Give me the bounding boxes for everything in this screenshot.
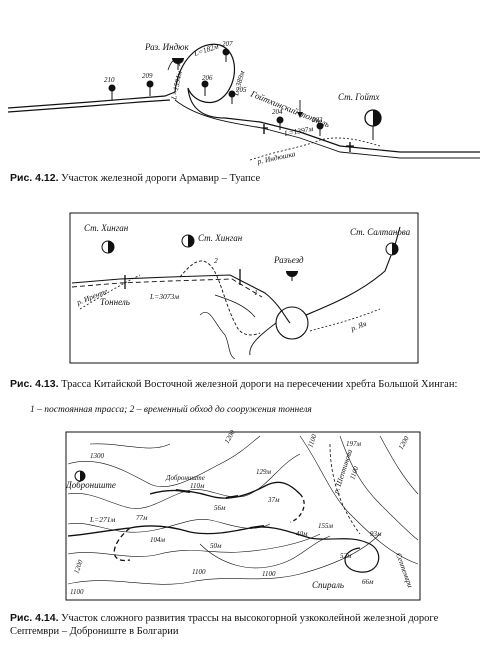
river-yaya-label: р. Яя <box>349 319 368 333</box>
spiral-label: Спираль <box>312 580 344 590</box>
length-77: 77м <box>136 514 148 522</box>
town-dobrinishte-mid-label: Доброниште <box>165 474 205 482</box>
km-204: 204 <box>272 108 283 116</box>
length-56: 56м <box>214 504 226 512</box>
length-129: 129м <box>256 468 272 476</box>
figure-4-14: 1300 1200 1200 1100 1100 1200 1100 1100 … <box>0 424 487 606</box>
caption-4-14-text: Участок сложного развития трассы на высо… <box>10 613 439 637</box>
map-septemvri-dobrinishte: 1300 1200 1200 1100 1100 1200 1100 1100 … <box>65 428 421 601</box>
length-37: 37м <box>267 496 280 504</box>
caption-4-12-number: Рис. 4.12. <box>10 172 59 184</box>
map-khingan: Ст. Хинган Ст. Хинган Ст. Салтанова Разъ… <box>69 212 419 364</box>
km-210: 210 <box>104 76 115 84</box>
town-dobrinishte-label: Доброниште <box>65 480 116 490</box>
caption-4-13-text: Трасса Китайской Восточной железной доро… <box>61 379 458 390</box>
length-66: 66м <box>362 578 374 586</box>
km-207: 207 <box>222 40 233 48</box>
station-goytkh-label: Ст. Гойтх <box>338 92 379 102</box>
tunnel-length-label: L=1397м <box>283 124 314 138</box>
caption-4-13: Рис. 4.13. Трасса Китайской Восточной же… <box>10 378 478 391</box>
station-khingan-left-label: Ст. Хинган <box>84 223 129 233</box>
mark-1: 1 <box>254 288 258 297</box>
length-52: 52м <box>340 552 352 560</box>
mark-2: 2 <box>214 256 218 265</box>
station-khingan-mid-symbol <box>181 234 195 248</box>
station-indyuk-label: Раз. Индюк <box>144 42 190 52</box>
contour-1100-a: 1100 <box>306 433 318 449</box>
river-label: р. Индюшка <box>256 149 297 166</box>
caption-4-14: Рис. 4.14. Участок сложного развития тра… <box>10 612 478 638</box>
length-271: L=271м <box>89 515 115 524</box>
razjezd-label: Разъезд <box>273 255 304 265</box>
contour-1300: 1300 <box>90 452 105 460</box>
contour-1100-c: 1100 <box>192 568 206 576</box>
length-50: 50м <box>210 542 222 550</box>
km-206: 206 <box>202 74 213 82</box>
station-khingan-left-symbol <box>101 240 115 254</box>
station-saltanova-label: Ст. Салтанова <box>350 227 411 237</box>
station-goytkh-symbol <box>364 109 382 140</box>
length-40: 40м <box>296 530 308 538</box>
km-203: 203 <box>312 116 323 124</box>
figure-4-13: Ст. Хинган Ст. Хинган Ст. Салтанова Разъ… <box>0 205 487 370</box>
station-saltanova-symbol <box>385 242 399 256</box>
station-khingan-mid-label: Ст. Хинган <box>198 233 243 243</box>
station-dobrinishte-symbol <box>74 470 86 482</box>
caption-4-13-number: Рис. 4.13. <box>10 378 59 390</box>
left-length-label: L=1594м <box>169 70 184 101</box>
length-104: 104м <box>150 536 166 544</box>
length-110: 110м <box>190 482 205 490</box>
km-209: 209 <box>142 72 153 80</box>
tunnel-label: Тоннель <box>100 297 130 307</box>
length-197: 197м <box>346 440 362 448</box>
loop-length-label: L=182м <box>192 41 220 58</box>
contour-1200-a: 1200 <box>223 428 237 445</box>
length-93: 93м <box>370 530 382 538</box>
station-indyuk-symbol <box>172 58 184 70</box>
caption-4-12-text: Участок железной дороги Армавир – Туапсе <box>61 173 261 184</box>
contour-1100-e: 1100 <box>70 588 84 596</box>
length-155: 155м <box>318 522 334 530</box>
figure-4-12: Раз. Индюк Ст. Гойтх Гойтхинский тоннель… <box>0 0 487 185</box>
caption-4-12: Рис. 4.12. Участок железной дороги Армав… <box>10 172 478 185</box>
map-armavir-tuapse: Раз. Индюк Ст. Гойтх Гойтхинский тоннель… <box>7 40 480 166</box>
caption-4-14-number: Рис. 4.14. <box>10 612 59 624</box>
tunnel-length-label: L=3073м <box>149 292 179 301</box>
contour-1200-c: 1200 <box>72 558 84 574</box>
contour-1100-b: 1100 <box>348 465 360 481</box>
town-septemvri-label: Септември <box>394 552 415 589</box>
caption-4-13-note: 1 – постоянная трасса; 2 – временный обх… <box>30 405 312 415</box>
contour-1100-d: 1100 <box>262 570 276 578</box>
km-205: 205 <box>236 86 247 94</box>
contour-1200-b: 1200 <box>397 434 411 451</box>
razjezd-symbol <box>286 271 298 281</box>
